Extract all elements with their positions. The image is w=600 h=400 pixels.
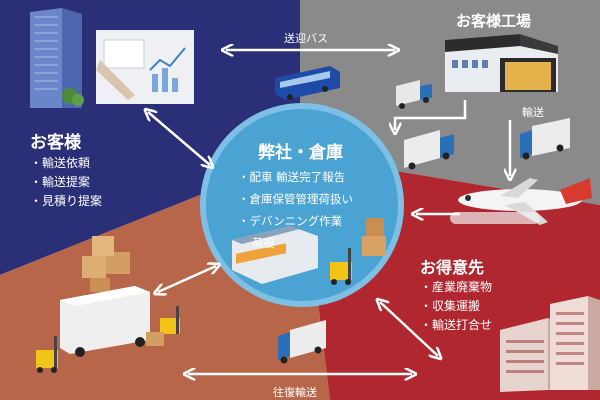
company-item-text: 倉庫保管管理荷扱い (249, 192, 354, 206)
truck-icon-bottom (278, 320, 326, 364)
company-item: ・配車 輸送完了報告 (238, 166, 353, 188)
truck-icon-large (60, 286, 150, 357)
company-item: 荷役 (238, 232, 353, 254)
customer-item-text: 見積り提案 (42, 194, 103, 208)
customer-item-text: 輸送依頼 (42, 156, 91, 170)
arrow-bottomleft-company (158, 266, 216, 292)
shuttle-bus-label: 送迎バス (284, 32, 328, 45)
client-item: ・産業廃棄物 (420, 278, 492, 297)
arrow-factory-company (395, 100, 467, 130)
factory-icon (445, 34, 558, 92)
flow-arrows (148, 50, 510, 374)
client-buildings-icon (500, 296, 600, 392)
bus-icon (275, 66, 340, 100)
arrow-company-client (380, 302, 438, 356)
boxes-icon-center (362, 218, 386, 256)
company-list: ・配車 輸送完了報告 ・倉庫保管管理荷扱い ・デバンニング作業 荷役 (238, 166, 353, 254)
company-item: ・倉庫保管管理荷扱い (238, 188, 353, 210)
company-item-text: 荷役 (252, 236, 275, 250)
truck-icon-factory-right (520, 118, 570, 160)
documents-photo-icon (96, 30, 194, 104)
bullet: ・ (420, 280, 433, 294)
customer-item-text: 輸送提案 (42, 175, 91, 189)
transport-label: 輸送 (522, 106, 544, 119)
forklift-icon-center (330, 248, 352, 285)
factory-title: お客様工場 (456, 12, 532, 30)
customer-list: ・輸送依頼 ・輸送提案 ・見積り提案 (30, 154, 102, 211)
customer-item: ・見積り提案 (30, 192, 102, 211)
company-item-text: デバンニング作業 (249, 214, 343, 228)
company-item-text: 配車 輸送完了報告 (249, 170, 346, 184)
customer-item: ・輸送提案 (30, 173, 102, 192)
customer-item: ・輸送依頼 (30, 154, 102, 173)
customer-title: お客様 (30, 133, 81, 153)
client-item-text: 輸送打合せ (432, 318, 493, 332)
round-trip-label: 往復輸送 (273, 386, 317, 399)
truck-icon-factory-left (404, 130, 454, 170)
forklift-icon-bottom-left-2 (146, 306, 180, 346)
airplane-icon (450, 178, 592, 225)
bullet: ・ (30, 156, 43, 170)
company-item: ・デバンニング作業 (238, 210, 353, 232)
client-title: お得意先 (420, 258, 485, 277)
bullet: ・ (30, 194, 43, 208)
client-item-text: 収集運搬 (432, 299, 481, 313)
client-item-text: 産業廃棄物 (432, 280, 493, 294)
bullet: ・ (238, 170, 250, 184)
bullet: ・ (30, 175, 43, 189)
client-item: ・収集運搬 (420, 297, 492, 316)
client-list: ・産業廃棄物 ・収集運搬 ・輸送打合せ (420, 278, 492, 335)
bullet: ・ (420, 299, 433, 313)
bullet: ・ (238, 192, 250, 206)
bullet: ・ (420, 318, 433, 332)
company-title: 弊社・倉庫 (258, 143, 343, 163)
forklift-icon-bottom-left (36, 336, 58, 373)
warehouse-icon (232, 226, 318, 284)
client-item: ・輸送打合せ (420, 316, 492, 335)
office-building-icon (30, 8, 84, 108)
boxes-icon-bottom-left (82, 236, 130, 292)
bullet: ・ (238, 214, 250, 228)
arrow-customer-company (148, 112, 210, 165)
truck-icon-small (396, 80, 432, 109)
